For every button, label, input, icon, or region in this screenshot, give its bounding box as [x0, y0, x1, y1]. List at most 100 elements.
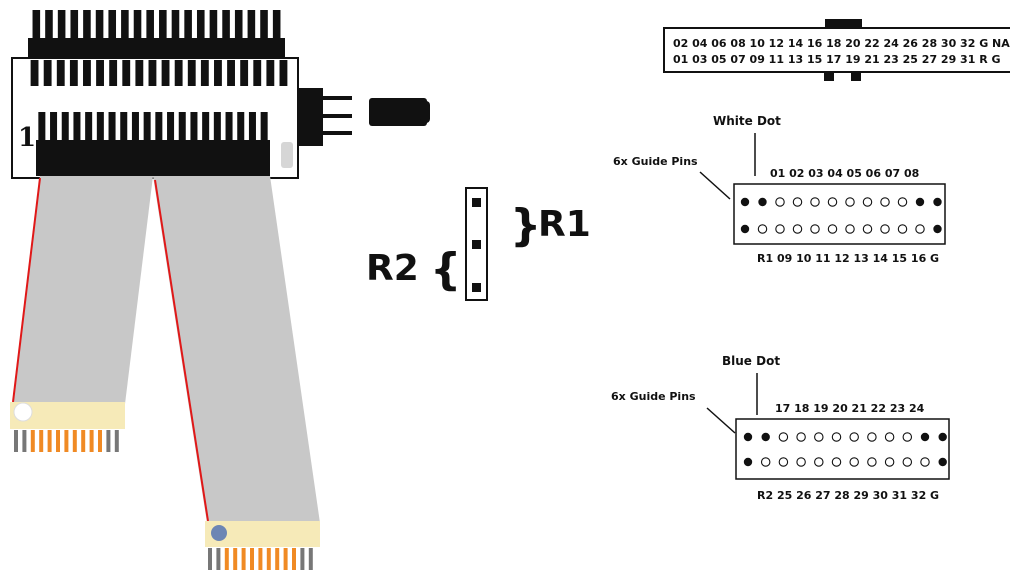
blue-connector-outline	[735, 418, 950, 480]
blue-guide-label: 6x Guide Pins	[611, 390, 696, 403]
guide-pin	[938, 457, 947, 467]
header-pin	[56, 60, 65, 86]
header-pin	[70, 10, 79, 40]
signal-pin	[884, 457, 895, 467]
r2-label: R2	[366, 248, 419, 289]
top-pin-header	[32, 10, 281, 40]
signal-pin	[897, 197, 908, 207]
ribbon-pin	[47, 430, 52, 452]
jumper-cap-end	[420, 101, 430, 123]
signal-pin	[831, 457, 842, 467]
header-pin	[148, 60, 157, 86]
header-pin	[45, 10, 53, 40]
board-assembly: 1	[11, 10, 430, 179]
signal-pin	[778, 432, 789, 442]
white-guide-leader	[699, 171, 731, 200]
ribbon-pin	[283, 548, 288, 570]
ribbon-pin	[224, 548, 229, 570]
header-pin	[196, 10, 205, 40]
signal-pin	[845, 224, 855, 234]
signal-pin	[827, 224, 838, 234]
white-dot-marker	[13, 402, 33, 422]
guide-pin	[743, 457, 753, 467]
jumper-pin	[472, 283, 481, 292]
header-pin	[61, 112, 69, 142]
header-pin	[83, 10, 91, 40]
header-pin	[214, 60, 222, 86]
r2-brace: {	[430, 244, 461, 295]
signal-pin	[814, 457, 824, 467]
white-guide-label: 6x Guide Pins	[613, 155, 698, 168]
blue-connector-diagram: Blue Dot 6x Guide Pins 17 18 19 20 21 22…	[611, 354, 950, 502]
signal-pin	[778, 457, 789, 467]
guide-pin	[761, 432, 770, 442]
guide-pin	[933, 197, 942, 207]
connector-pins	[208, 548, 313, 570]
header-pin	[227, 60, 235, 86]
blue-guide-leader	[706, 407, 736, 434]
header-top-row: 02 04 06 08 10 12 14 16 18 20 22 24 26 2…	[673, 37, 1010, 50]
cable-stripe	[154, 179, 209, 522]
header-pin	[155, 112, 163, 142]
blue-top-numbers: 17 18 19 20 21 22 23 24	[775, 402, 925, 415]
header-pin	[57, 10, 66, 40]
header-pin	[96, 60, 104, 86]
signal-pin	[760, 457, 771, 467]
header-pin	[73, 112, 81, 142]
ribbon-pin	[258, 548, 263, 570]
ribbon-pin	[56, 430, 60, 452]
header-40-outline	[663, 27, 1010, 73]
board-mid-pins	[30, 60, 288, 86]
header-pin	[38, 112, 46, 142]
ribbon-pin	[308, 548, 313, 570]
header-pin	[184, 10, 192, 40]
ribbon-pin	[106, 430, 111, 452]
header-pin	[135, 60, 144, 86]
top-header-body	[28, 38, 285, 60]
header-pin	[248, 112, 256, 142]
cable-stripe	[12, 177, 41, 403]
guide-pin	[915, 197, 925, 207]
header-pin	[131, 112, 139, 142]
signal-pin	[757, 224, 768, 234]
ribbon-pin	[22, 430, 27, 452]
header-pin	[279, 60, 288, 86]
r1-label: R1	[538, 204, 591, 245]
ribbon-pin	[250, 548, 254, 570]
header-pin	[234, 10, 243, 40]
ribbon-pin	[241, 548, 246, 570]
connector-pins	[14, 430, 119, 452]
ribbon-pin	[72, 430, 77, 452]
header-pin	[146, 10, 154, 40]
header-pin	[171, 10, 180, 40]
header-pin	[260, 112, 268, 142]
side-header	[298, 88, 323, 146]
white-pin-row-2	[740, 224, 942, 234]
header-pin	[174, 60, 183, 86]
header-pin	[30, 60, 39, 86]
header-pin	[143, 112, 151, 142]
ribbon-cable-blue	[153, 176, 320, 570]
board-indicator	[281, 142, 293, 168]
header-pin	[202, 112, 210, 142]
header-pin	[222, 10, 230, 40]
header-pin	[187, 60, 196, 86]
header-pin	[83, 60, 91, 86]
header-pin	[237, 112, 245, 142]
signal-pin	[884, 432, 895, 442]
header-pin	[225, 112, 233, 142]
header-bottom-row: 01 03 05 07 09 11 13 15 17 19 21 23 25 2…	[673, 53, 1001, 66]
header-pin	[253, 60, 262, 86]
header-pin	[167, 112, 175, 142]
pin1-label: 1	[18, 123, 36, 153]
signal-pin	[902, 432, 913, 442]
guide-pin	[933, 224, 942, 234]
ribbon-pin	[300, 548, 305, 570]
ribbon-pin	[266, 548, 271, 570]
ribbon-pin	[292, 548, 296, 570]
signal-pin	[862, 197, 873, 207]
signal-pin	[849, 457, 859, 467]
side-pin	[322, 114, 352, 118]
cable-body	[13, 176, 153, 404]
r1-brace: }	[510, 200, 541, 251]
